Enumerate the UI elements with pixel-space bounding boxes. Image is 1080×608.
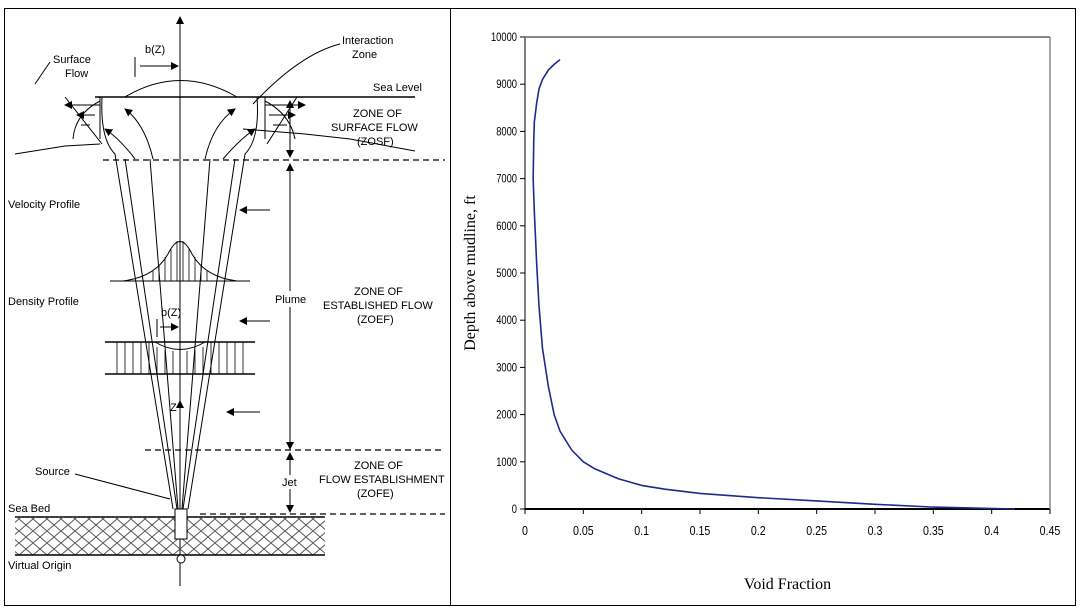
x-axis-label: Void Fraction: [744, 576, 831, 593]
right-surface-profile: [264, 97, 306, 140]
y-tick-label: 3000: [496, 361, 517, 374]
velocity-gaussian: [122, 241, 238, 282]
plume-diagram: b(Z) Surface Flow Interaction Zone Sea L…: [8, 16, 445, 586]
x-tick-label: 0.4: [984, 523, 999, 538]
y-tick-label: 9000: [496, 78, 517, 91]
z-label: Z: [170, 402, 177, 414]
y-tick-label: 7000: [496, 173, 517, 186]
interaction-zone-label-1: Interaction: [342, 35, 393, 47]
surface-flow-label-2: Flow: [65, 68, 88, 80]
y-tick-label: 5000: [496, 267, 517, 280]
virtual-origin-point: [176, 554, 186, 564]
plume-left-edge: [101, 96, 174, 510]
right-panel-border: [450, 8, 1076, 606]
surface-mound: [124, 80, 238, 98]
source-pipe: [174, 508, 188, 540]
x-tick-label: 0.3: [868, 523, 883, 538]
x-tick-label: 0: [522, 523, 528, 538]
zoef-label-3: (ZOEF): [357, 314, 394, 326]
sea-level-label: Sea Level: [373, 82, 422, 94]
zofe-label-2: FLOW ESTABLISHMENT: [319, 474, 445, 486]
void-fraction-chart: 0 1000 2000 3000 4000 5000 6000 7000 8000 9000 100…: [462, 31, 1061, 593]
x-tick-label: 0.15: [690, 523, 711, 538]
zofe-label-1: ZONE OF: [354, 460, 403, 472]
y-tick-label: 4000: [496, 314, 517, 327]
y-tick-label: 10000: [491, 31, 517, 44]
zofe-label-3: (ZOFE): [357, 488, 394, 500]
x-tick-label: 0.1: [634, 523, 649, 538]
x-tick-label: 0.2: [751, 523, 766, 538]
y-axis-label: Depth above mudline, ft: [462, 195, 479, 351]
zosf-label-3: (ZOSF): [357, 136, 394, 148]
interaction-zone-label-2: Zone: [352, 49, 377, 61]
zoef-label-2: ESTABLISHED FLOW: [323, 300, 433, 312]
zosf-label-1: ZONE OF: [353, 108, 402, 120]
zosf-label-2: SURFACE FLOW: [331, 122, 418, 134]
x-tick-label: 0.45: [1040, 523, 1061, 538]
y-tick-label: 0: [512, 503, 517, 516]
x-tick-label: 0.25: [806, 523, 827, 538]
surface-flow-label-1: Surface: [53, 54, 91, 66]
y-tick-label: 1000: [496, 456, 517, 469]
y-tick-label: 2000: [496, 409, 517, 422]
virtual-origin-label: Virtual Origin: [8, 560, 71, 572]
jet-label: Jet: [282, 477, 297, 489]
velocity-profile-label: Velocity Profile: [8, 199, 80, 211]
sea-bed-label: Sea Bed: [8, 503, 50, 515]
density-profile-label: Density Profile: [8, 296, 79, 308]
y-tick-label: 6000: [496, 220, 517, 233]
left-surface-profile: [64, 97, 101, 140]
x-tick-label: 0.05: [573, 523, 594, 538]
bz-top-label: b(Z): [145, 44, 165, 56]
bz-mid-label: b(Z): [161, 307, 181, 319]
plume-label: Plume: [275, 294, 306, 306]
zoef-label-1: ZONE OF: [354, 286, 403, 298]
source-label: Source: [35, 466, 70, 478]
series-line: [532, 59, 1016, 510]
y-tick-label: 8000: [496, 125, 517, 138]
x-tick-label: 0.35: [923, 523, 944, 538]
seabed-hatch: [15, 517, 325, 555]
